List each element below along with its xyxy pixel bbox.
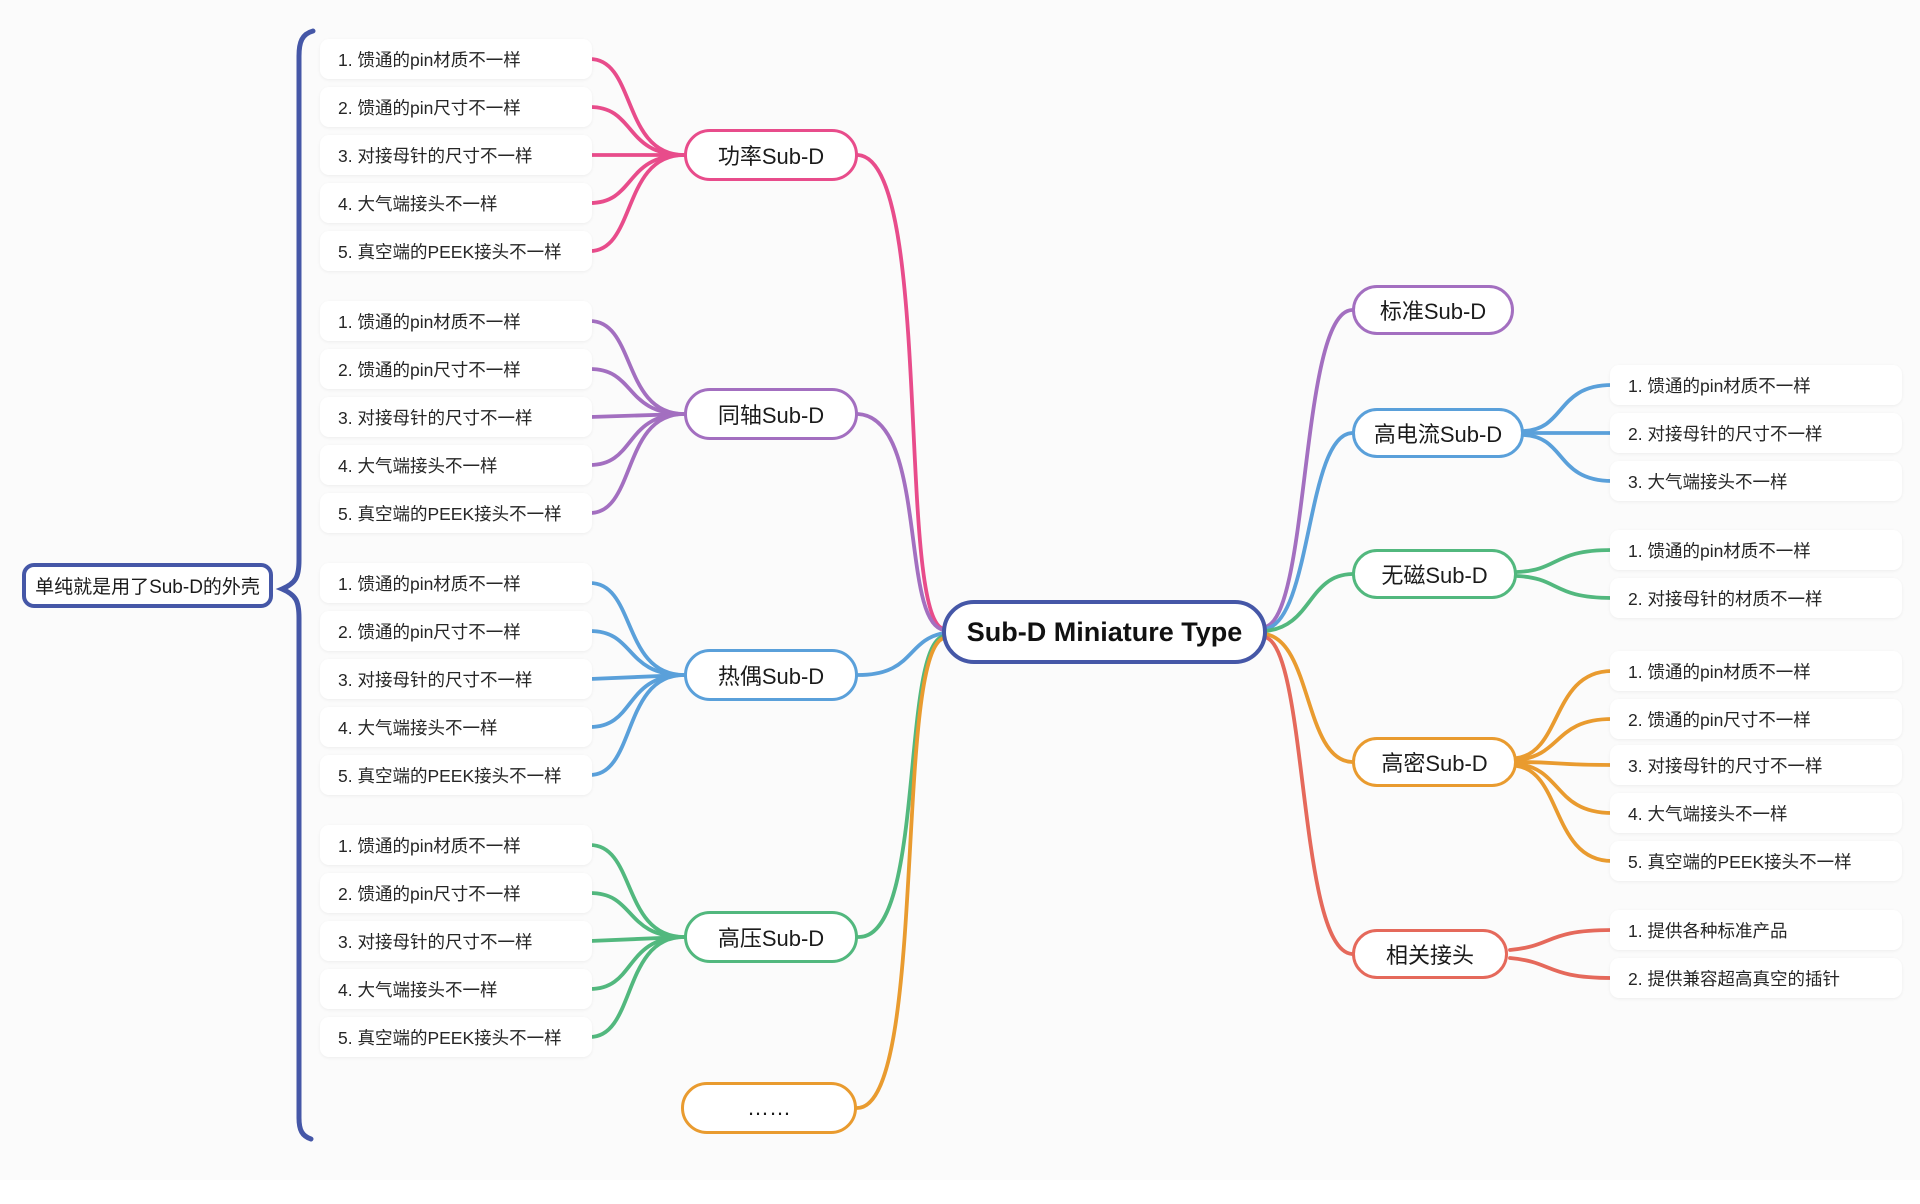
list-item[interactable]: 1. 馈通的pin材质不一样	[320, 825, 592, 865]
list-item[interactable]: 1. 馈通的pin材质不一样	[1610, 530, 1902, 570]
item-connector	[588, 935, 686, 991]
bottom-margin-strip	[0, 1180, 1920, 1204]
item-connector	[1522, 433, 1614, 483]
item-connector	[588, 105, 686, 157]
item-connector	[1508, 956, 1614, 980]
list-item[interactable]: 1. 馈通的pin材质不一样	[1610, 651, 1902, 691]
list-item[interactable]: 2. 馈通的pin尺寸不一样	[320, 611, 592, 651]
list-item[interactable]: 3. 对接母针的尺寸不一样	[320, 135, 592, 175]
list-item[interactable]: 2. 馈通的pin尺寸不一样	[320, 349, 592, 389]
list-item[interactable]: 4. 大气端接头不一样	[320, 707, 592, 747]
list-item[interactable]: 3. 对接母针的尺寸不一样	[320, 921, 592, 961]
list-item[interactable]: 2. 对接母针的尺寸不一样	[1610, 413, 1902, 453]
list-item[interactable]: 2. 馈通的pin尺寸不一样	[320, 873, 592, 913]
branch-node-coax-subd[interactable]: 同轴Sub-D	[684, 388, 858, 440]
branch-connector	[856, 153, 946, 631]
item-connector	[1508, 928, 1614, 952]
branch-connector	[856, 634, 946, 939]
list-item[interactable]: 2. 馈通的pin尺寸不一样	[1610, 699, 1902, 739]
item-connector	[1515, 717, 1614, 762]
branch-connector	[856, 412, 946, 632]
central-topic[interactable]: Sub-D Miniature Type	[942, 600, 1267, 664]
list-item[interactable]: 2. 对接母针的材质不一样	[1610, 578, 1902, 618]
list-item[interactable]: 4. 大气端接头不一样	[1610, 793, 1902, 833]
branch-connector	[1263, 431, 1354, 631]
branch-connector	[856, 631, 946, 677]
list-item[interactable]: 5. 真空端的PEEK接头不一样	[320, 1017, 592, 1057]
list-item[interactable]: 3. 对接母针的尺寸不一样	[320, 397, 592, 437]
item-connector	[588, 57, 686, 157]
list-item[interactable]: 4. 大气端接头不一样	[320, 183, 592, 223]
left-bracket	[275, 28, 316, 1142]
list-item[interactable]: 4. 大气端接头不一样	[320, 969, 592, 1009]
list-item[interactable]: 2. 提供兼容超高真空的插针	[1610, 958, 1902, 998]
list-item[interactable]: 3. 对接母针的尺寸不一样	[1610, 745, 1902, 785]
item-connector	[588, 673, 686, 729]
branch-node-standard-subd[interactable]: 标准Sub-D	[1352, 285, 1514, 335]
list-item[interactable]: 1. 馈通的pin材质不一样	[320, 301, 592, 341]
branch-connector	[1263, 308, 1354, 629]
branch-node-highvoltage-subd[interactable]: 高压Sub-D	[684, 911, 858, 963]
branch-connector	[1263, 572, 1354, 633]
item-connector	[588, 153, 686, 253]
list-item[interactable]: 1. 馈通的pin材质不一样	[320, 563, 592, 603]
list-item[interactable]: 3. 大气端接头不一样	[1610, 461, 1902, 501]
branch-node-related-connectors[interactable]: 相关接头	[1352, 929, 1508, 979]
list-item[interactable]: 5. 真空端的PEEK接头不一样	[320, 231, 592, 271]
item-connector	[1515, 764, 1614, 863]
list-item[interactable]: 1. 馈通的pin材质不一样	[320, 39, 592, 79]
item-connector	[588, 412, 686, 515]
item-connector	[1515, 669, 1614, 760]
item-connector	[588, 319, 686, 416]
item-connector	[588, 843, 686, 939]
branch-connector	[855, 636, 946, 1110]
list-item[interactable]: 3. 对接母针的尺寸不一样	[320, 659, 592, 699]
branch-node-ellipsis[interactable]: ……	[681, 1082, 857, 1134]
item-connector	[588, 581, 686, 677]
item-connector	[1522, 383, 1614, 433]
branch-connector	[1263, 632, 1354, 764]
branch-connector	[1263, 635, 1354, 956]
list-item[interactable]: 5. 真空端的PEEK接头不一样	[320, 493, 592, 533]
list-item[interactable]: 2. 馈通的pin尺寸不一样	[320, 87, 592, 127]
branch-node-highcurrent-subd[interactable]: 高电流Sub-D	[1352, 408, 1524, 458]
item-connector	[1515, 760, 1614, 767]
item-connector	[588, 673, 686, 777]
branch-node-nonmagnetic-subd[interactable]: 无磁Sub-D	[1352, 549, 1517, 599]
item-connector	[588, 367, 686, 416]
list-item[interactable]: 4. 大气端接头不一样	[320, 445, 592, 485]
list-item[interactable]: 1. 馈通的pin材质不一样	[1610, 365, 1902, 405]
list-item[interactable]: 5. 真空端的PEEK接头不一样	[320, 755, 592, 795]
item-connector	[1515, 574, 1614, 600]
item-connector	[588, 891, 686, 939]
item-connector	[1515, 762, 1614, 815]
branch-node-power-subd[interactable]: 功率Sub-D	[684, 129, 858, 181]
item-connector	[1515, 548, 1614, 574]
item-connector	[588, 935, 686, 1039]
list-item[interactable]: 5. 真空端的PEEK接头不一样	[1610, 841, 1902, 881]
annotation-label[interactable]: 单纯就是用了Sub-D的外壳	[22, 563, 273, 608]
branch-node-highdensity-subd[interactable]: 高密Sub-D	[1352, 737, 1517, 787]
list-item[interactable]: 1. 提供各种标准产品	[1610, 910, 1902, 950]
item-connector	[588, 153, 686, 205]
item-connector	[588, 412, 686, 467]
item-connector	[588, 629, 686, 677]
branch-node-thermocouple-subd[interactable]: 热偶Sub-D	[684, 649, 858, 701]
